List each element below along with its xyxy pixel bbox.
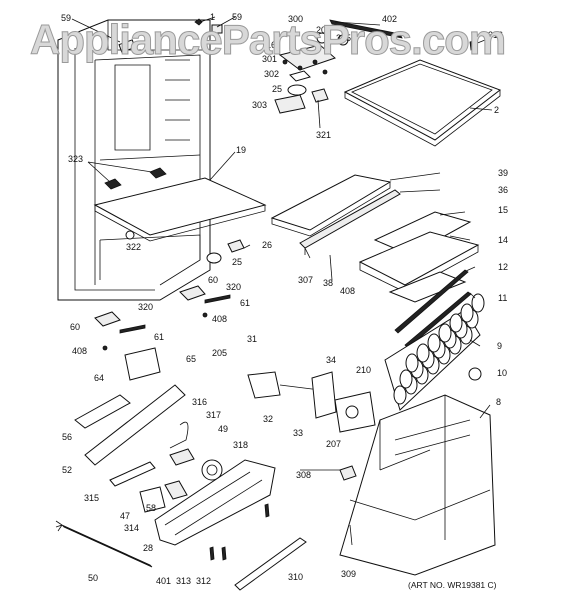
label-50: 50 <box>88 573 98 583</box>
part-64-bracket <box>124 347 161 381</box>
label-320a: 320 <box>226 282 241 292</box>
label-312: 312 <box>196 576 211 586</box>
part-31-34-motor-assembly <box>247 371 376 433</box>
label-408b: 408 <box>212 314 227 324</box>
label-39: 39 <box>498 168 508 178</box>
label-302: 302 <box>264 69 279 79</box>
label-10: 10 <box>497 368 507 378</box>
label-34: 34 <box>326 355 336 365</box>
label-205: 205 <box>212 348 227 358</box>
label-59: 59 <box>61 13 71 23</box>
label-315: 315 <box>84 493 99 503</box>
label-61a: 61 <box>240 298 250 308</box>
part-12-11-rods <box>394 269 472 349</box>
leader-lines <box>71 16 493 546</box>
label-402: 402 <box>382 14 397 24</box>
watermark: AppliancePartsPros.com <box>30 16 505 63</box>
label-59b: 59 <box>232 12 242 22</box>
mid-left-brackets <box>94 239 245 351</box>
label-308: 308 <box>296 470 311 480</box>
label-15: 15 <box>498 205 508 215</box>
art-number: (ART NO. WR19381 C) <box>408 580 497 590</box>
label-49: 49 <box>218 424 228 434</box>
refrigerator-cabinet <box>57 19 211 301</box>
label-60b: 60 <box>70 322 80 332</box>
label-210: 210 <box>356 365 371 375</box>
part-19-shelf <box>93 167 267 242</box>
label-305: 305 <box>336 33 351 43</box>
label-8: 8 <box>496 397 501 407</box>
label-60a: 60 <box>208 275 218 285</box>
label-310: 310 <box>288 572 303 582</box>
label-38: 38 <box>323 278 333 288</box>
bottom-parts <box>55 503 307 591</box>
dispenser-parts <box>74 384 223 513</box>
auger-coil-ring <box>438 323 452 343</box>
part-28-dispenser-housing <box>154 459 276 546</box>
label-314: 314 <box>124 523 139 533</box>
label-20: 20 <box>316 25 326 35</box>
label-58: 58 <box>146 503 156 513</box>
label-9: 9 <box>497 341 502 351</box>
auger-coil-ring <box>405 353 419 373</box>
label-16: 16 <box>266 40 276 50</box>
label-307: 307 <box>298 275 313 285</box>
auger-coil-ring <box>399 369 413 389</box>
part-39-36-rails <box>270 174 401 255</box>
label-28: 28 <box>143 543 153 553</box>
auger-coil-ring <box>427 333 441 353</box>
label-323: 323 <box>68 154 83 164</box>
label-320b: 320 <box>138 302 153 312</box>
label-25a: 25 <box>272 84 282 94</box>
label-408c: 408 <box>72 346 87 356</box>
label-52: 52 <box>62 465 72 475</box>
top-small-parts <box>118 18 478 114</box>
label-64: 64 <box>94 373 104 383</box>
label-316: 316 <box>488 30 503 40</box>
label-47: 47 <box>120 511 130 521</box>
auger-coil-ring <box>460 303 474 323</box>
label-33: 33 <box>293 428 303 438</box>
label-321: 321 <box>316 130 331 140</box>
part-8-ice-bucket <box>339 394 496 576</box>
part-15-14-crisper-covers <box>358 211 480 303</box>
label-61b: 61 <box>154 332 164 342</box>
label-303: 303 <box>252 100 267 110</box>
label-31: 31 <box>247 334 257 344</box>
label-301: 301 <box>262 54 277 64</box>
auger-coil-ring <box>393 385 407 405</box>
part-9-ice-auger <box>384 293 485 411</box>
callout-labels: 59 1 59 300 20 305 402 316 16 301 302 25… <box>61 12 508 586</box>
label-316b: 316 <box>192 397 207 407</box>
label-12: 12 <box>498 262 508 272</box>
label-309: 309 <box>341 569 356 579</box>
label-65: 65 <box>186 354 196 364</box>
label-322: 322 <box>126 242 141 252</box>
label-26: 26 <box>262 240 272 250</box>
label-318: 318 <box>233 440 248 450</box>
label-2: 2 <box>494 105 499 115</box>
label-1: 1 <box>210 12 215 22</box>
label-300: 300 <box>288 14 303 24</box>
label-11: 11 <box>498 293 507 303</box>
label-401: 401 <box>156 576 171 586</box>
label-56: 56 <box>62 432 72 442</box>
label-313: 313 <box>176 576 191 586</box>
label-19: 19 <box>236 145 246 155</box>
auger-coil-ring <box>449 313 463 333</box>
label-317: 317 <box>206 410 221 420</box>
part-2-glass-shelf <box>343 59 502 147</box>
auger-coil-ring <box>416 343 430 363</box>
label-25b: 25 <box>232 257 242 267</box>
label-207: 207 <box>326 439 341 449</box>
auger-coil-ring <box>471 293 485 313</box>
label-32: 32 <box>263 414 273 424</box>
label-408a: 408 <box>340 286 355 296</box>
label-36: 36 <box>498 185 508 195</box>
label-14: 14 <box>498 235 508 245</box>
